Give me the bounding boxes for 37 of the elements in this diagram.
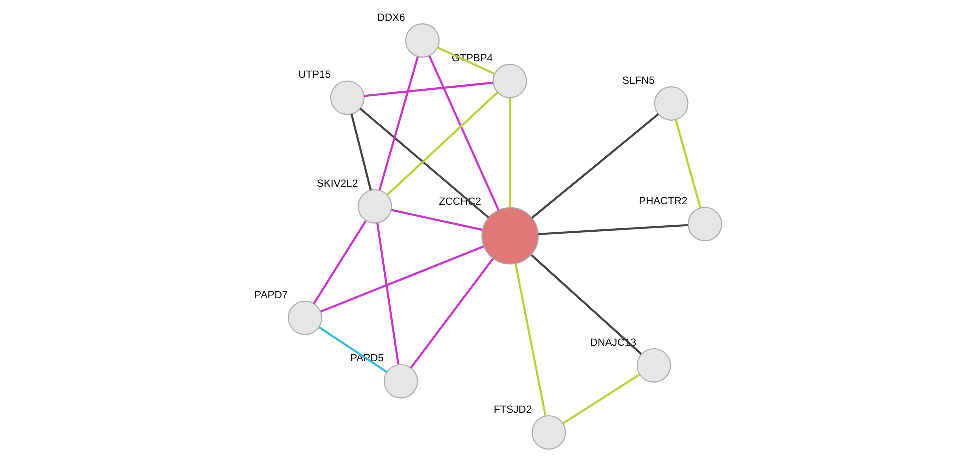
connector — [538, 224, 688, 236]
node-circle — [688, 207, 722, 242]
node-label: SLFN5 — [622, 76, 655, 87]
node-circle — [636, 348, 672, 383]
connector — [318, 326, 388, 373]
node-circle — [406, 24, 440, 58]
node-label: PHACTR2 — [639, 196, 688, 208]
node-circle — [358, 189, 392, 224]
connector — [376, 223, 400, 365]
connector — [530, 254, 642, 355]
node-circle — [532, 416, 566, 450]
node-circle — [330, 80, 365, 116]
connector — [313, 220, 367, 304]
connector — [509, 98, 512, 208]
node-label: UTP15 — [298, 70, 331, 82]
connector — [410, 258, 494, 369]
connector — [531, 114, 660, 219]
node-label: SKIV2L2 — [317, 178, 358, 190]
connector — [562, 374, 640, 424]
connector — [378, 56, 420, 190]
connector — [360, 108, 490, 219]
node-label: DDX6 — [378, 12, 406, 24]
node-circle — [288, 300, 322, 336]
connector — [675, 120, 702, 208]
node-label: FTSJD2 — [494, 404, 532, 416]
connector — [320, 246, 484, 313]
connector — [391, 209, 483, 232]
connector — [350, 114, 372, 191]
connector — [364, 82, 494, 98]
node-circle — [654, 86, 689, 121]
node-circle — [482, 207, 539, 265]
node-circle — [492, 64, 528, 98]
node-label: PAPD7 — [254, 290, 288, 302]
connector — [428, 56, 500, 211]
connector — [514, 264, 547, 416]
node-circle — [384, 364, 418, 399]
connector — [386, 92, 498, 196]
